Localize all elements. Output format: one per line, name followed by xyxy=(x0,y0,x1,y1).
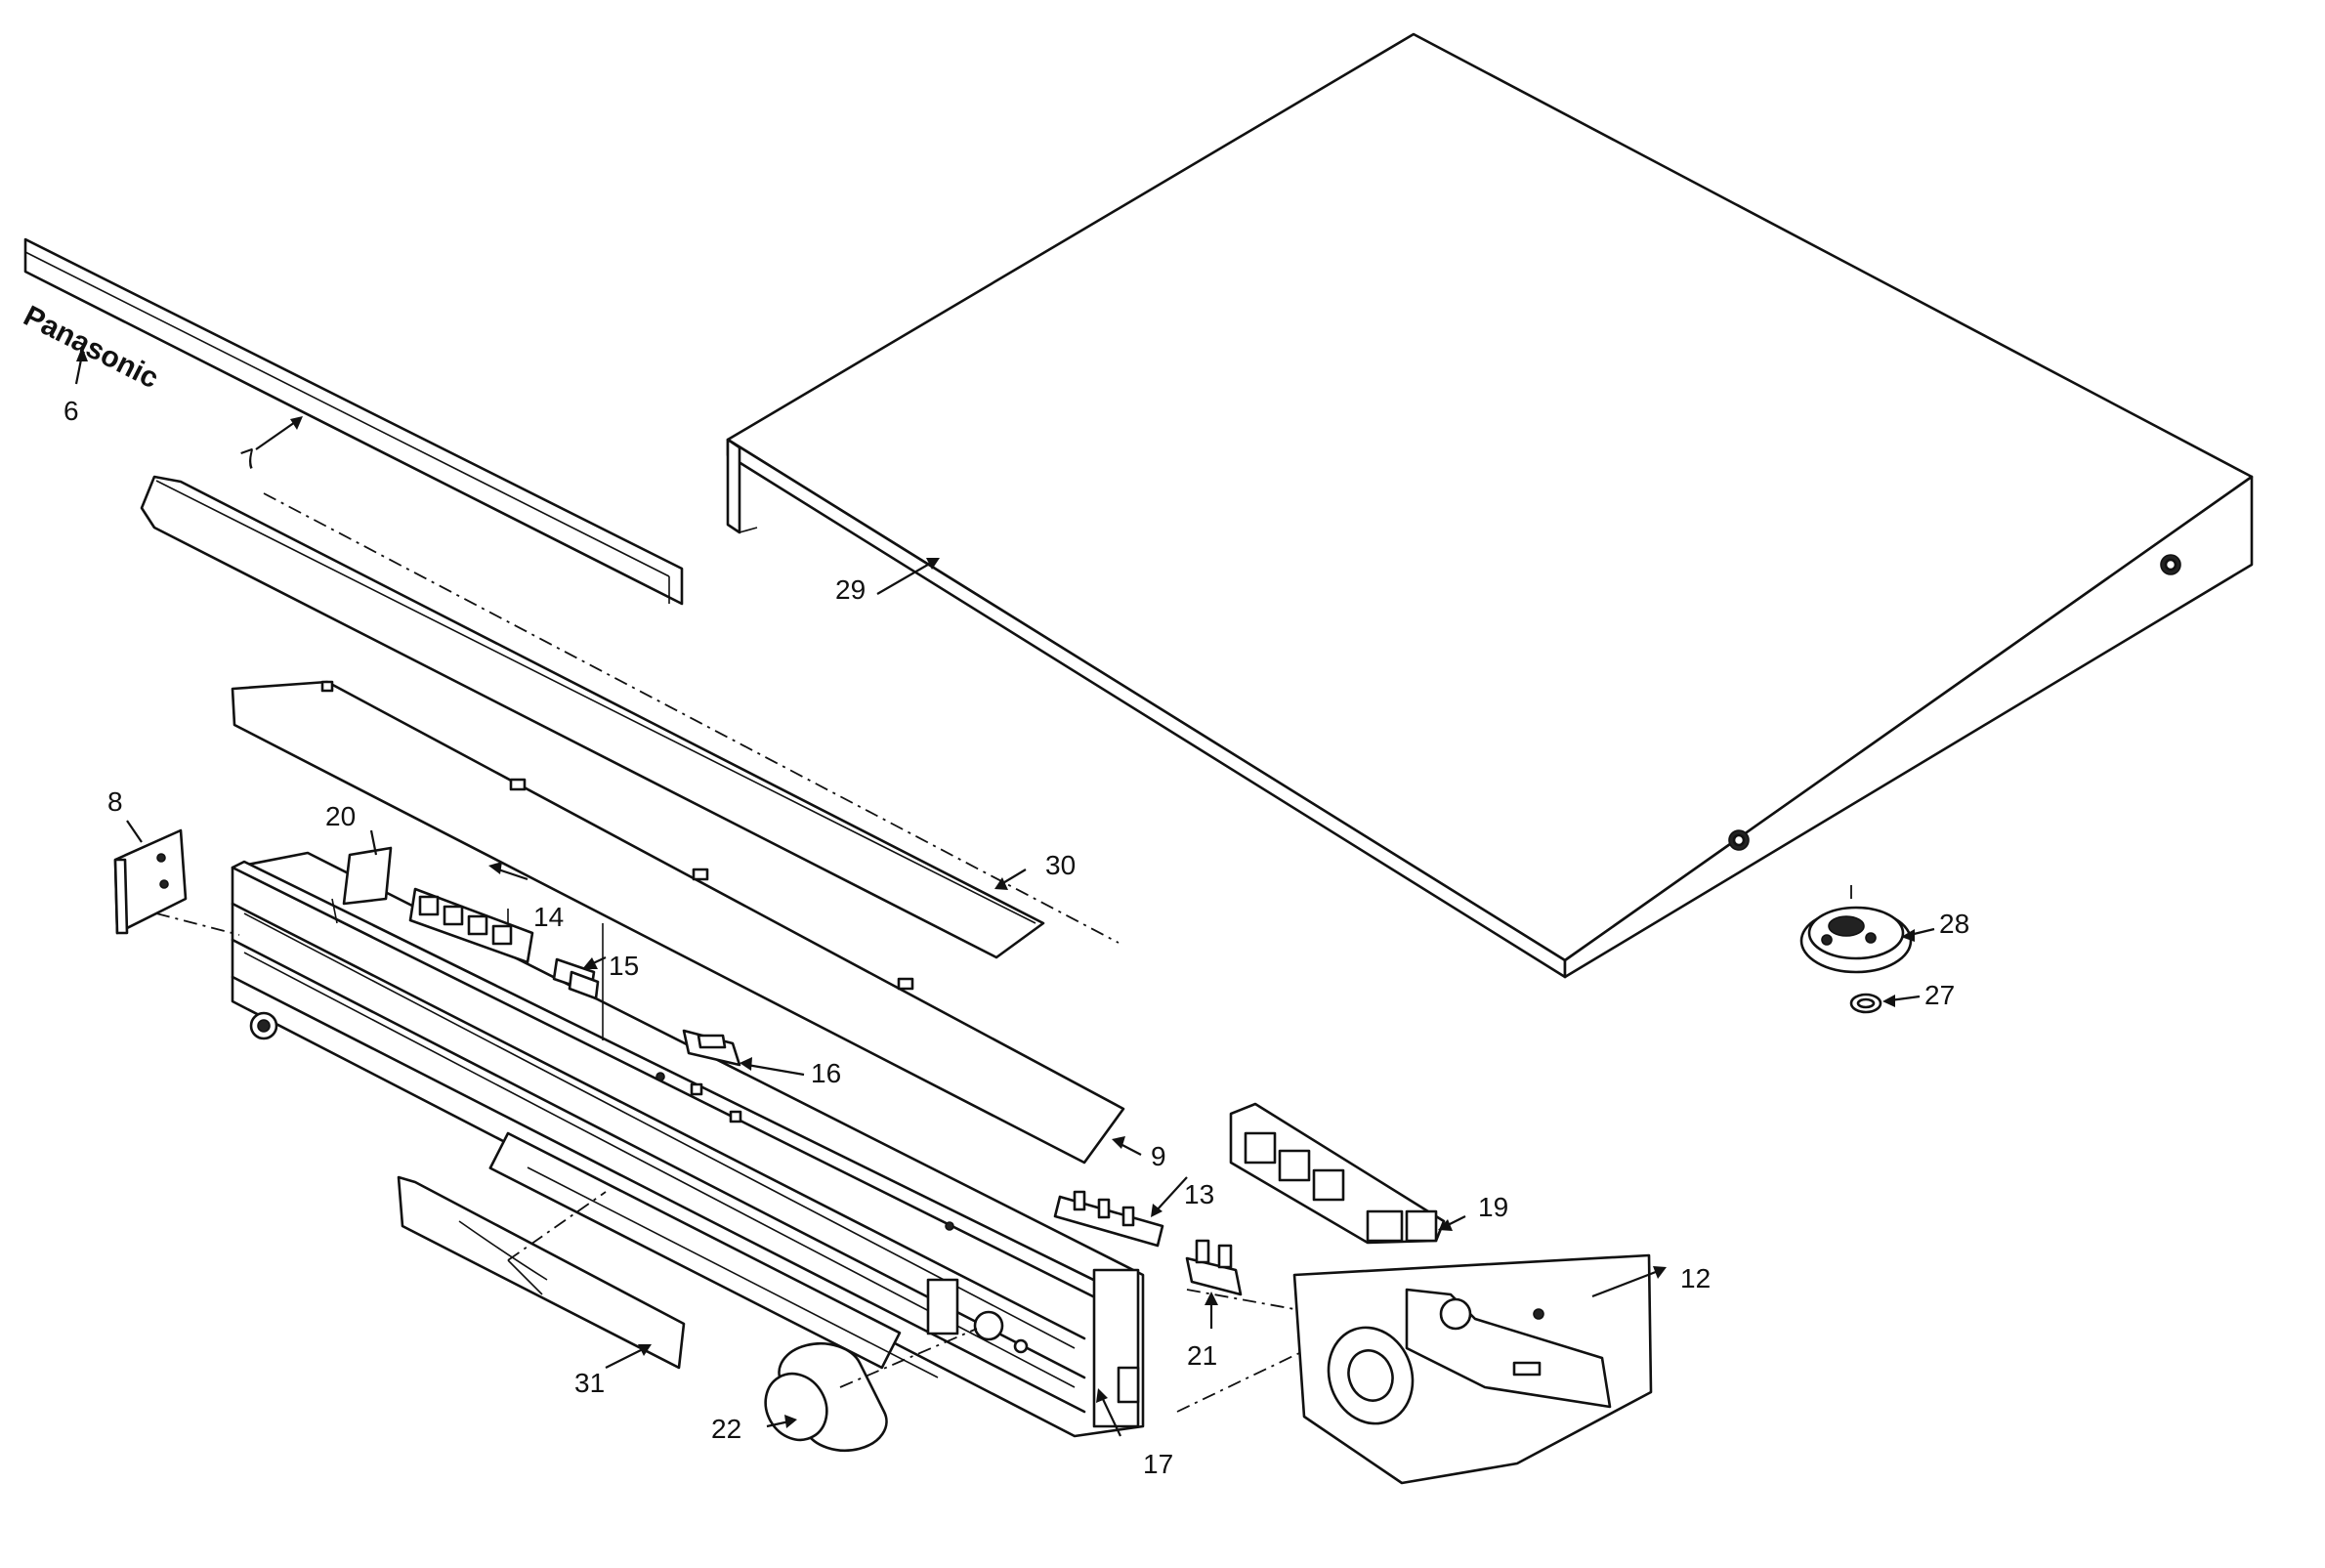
callout-13: 13 xyxy=(1184,1179,1214,1209)
front-panel-plate-part xyxy=(231,680,1125,1165)
small-switch-parts xyxy=(552,923,741,1067)
switch-board-part xyxy=(331,846,534,964)
washer-part xyxy=(1849,993,1882,1014)
callout-20: 20 xyxy=(325,801,356,831)
callout-6: 6 xyxy=(63,396,79,426)
callout-12: 12 xyxy=(1680,1263,1711,1293)
callout-16: 16 xyxy=(811,1058,841,1088)
side-bracket-part xyxy=(113,828,188,935)
callout-17: 17 xyxy=(1143,1449,1173,1479)
round-speaker-part xyxy=(1799,906,1913,974)
callout-15: 15 xyxy=(609,951,639,981)
callout-28: 28 xyxy=(1939,909,1969,939)
switch-strip-part xyxy=(1053,1190,1164,1248)
callout-9: 9 xyxy=(1151,1141,1166,1171)
top-cover-part xyxy=(726,32,2254,979)
volume-knob-part xyxy=(764,1341,888,1453)
callout-27: 27 xyxy=(1924,980,1955,1010)
callout-30: 30 xyxy=(1045,850,1076,880)
callout-14: 14 xyxy=(533,902,564,932)
front-trim-strip-part: Panasonic xyxy=(19,237,684,606)
callout-31: 31 xyxy=(574,1368,605,1398)
callout-21: 21 xyxy=(1187,1340,1217,1371)
display-window-panel-part xyxy=(140,475,1045,959)
motor-bracket-inset-part xyxy=(1292,1253,1653,1485)
rear-board-part xyxy=(1229,1102,1446,1245)
callout-8: 8 xyxy=(107,786,123,817)
bottom-label-plate-part xyxy=(397,1175,686,1370)
callout-labels: 6 7 8 9 12 13 14 15 16 17 19 20 21 22 27… xyxy=(63,396,1969,1479)
leader-lines xyxy=(74,347,1935,1437)
clip-part xyxy=(1185,1239,1243,1296)
front-chassis-assembly xyxy=(231,851,1145,1438)
assembly-dash-lines xyxy=(155,492,1852,1413)
callout-29: 29 xyxy=(835,574,866,605)
callout-19: 19 xyxy=(1478,1192,1508,1222)
callout-22: 22 xyxy=(711,1414,741,1444)
